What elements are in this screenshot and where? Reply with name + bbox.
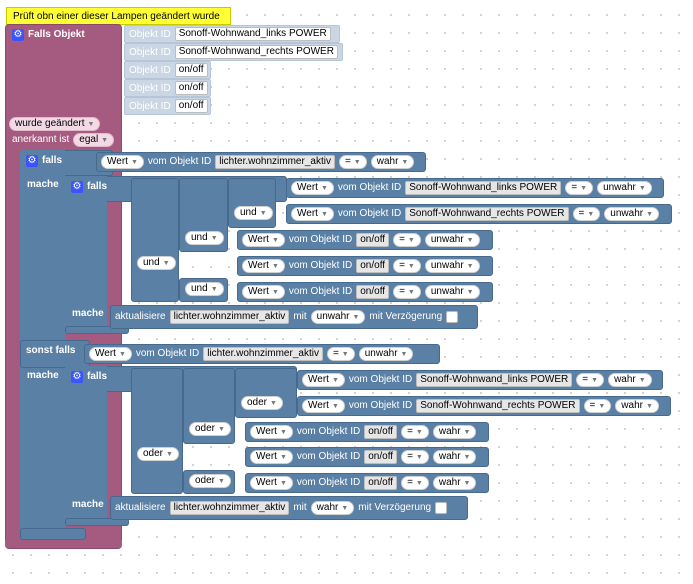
ack-dropdown[interactable]: egal▼ [73,133,115,147]
block-b-cond-4[interactable]: Wert▼ vom Objekt ID on/off =▼ wahr▼ [245,447,489,467]
falls-objekt-label: Falls Objekt [28,29,85,40]
block-b-cond-1[interactable]: Wert▼ vom Objekt ID Sonoff-Wohnwand_link… [297,370,663,390]
if1-header: ⚙ falls [26,155,63,167]
block-b-mache: mache [72,499,104,510]
und-block-outer[interactable] [131,178,179,302]
ack-label: anerkannt ist [12,134,70,145]
changed-dropdown[interactable]: wurde geändert▼ [9,117,101,131]
block-b-footer [65,518,129,526]
block-a-mache: mache [72,308,104,319]
block-b-falls: ⚙ falls [71,371,108,383]
oder-1-label: oder▼ [185,420,235,438]
oder-3-label: oder▼ [185,472,235,490]
block-a-cond-4[interactable]: Wert▼ vom Objekt ID on/off =▼ unwahr▼ [237,256,493,276]
oder-outer-label: oder▼ [133,445,183,463]
chevron-down-icon: ▼ [87,121,95,128]
gear-icon[interactable]: ⚙ [12,29,24,41]
if1-condition[interactable]: Wert▼ vom Objekt ID lichter.wohnzimmer_a… [96,152,426,172]
else-if-header [20,340,90,368]
block-a-cond-2[interactable]: Wert▼ vom Objekt ID Sonoff-Wohnwand_rech… [286,204,672,224]
trigger-object-1[interactable]: Objekt ID Sonoff-Wohnwand_links POWER [124,25,340,43]
block-a-falls: ⚙ falls [71,181,108,193]
und-3-label: und▼ [181,280,228,298]
event-block-bottom [5,540,122,548]
block-a-update[interactable]: aktualisiere lichter.wohnzimmer_aktiv mi… [110,305,478,329]
trigger-object-4[interactable]: Objekt ID on/off [124,79,211,97]
gear-icon[interactable]: ⚙ [71,181,83,193]
if2-condition[interactable]: Wert▼ vom Objekt ID lichter.wohnzimmer_a… [84,344,440,364]
comment-bubble[interactable]: Prüft obn einer dieser Lampen geändert w… [6,7,231,25]
mache-label-1: mache [27,179,59,190]
chevron-down-icon: ▼ [101,137,109,144]
mache-label-2: mache [27,370,59,381]
oder-block-outer[interactable] [131,368,183,494]
sonst-falls-label: sonst falls [26,345,76,356]
block-a-footer [65,326,129,334]
gear-icon[interactable]: ⚙ [26,155,38,167]
if-block-footer [20,528,86,540]
delay-checkbox[interactable] [446,311,459,323]
comment-text: Prüft obn einer dieser Lampen geändert w… [13,11,220,22]
block-a-cond-3[interactable]: Wert▼ vom Objekt ID on/off =▼ unwahr▼ [237,230,493,250]
oder-2-label: oder▼ [237,394,287,412]
block-a-cond-5[interactable]: Wert▼ vom Objekt ID on/off =▼ unwahr▼ [237,282,493,302]
gear-icon[interactable]: ⚙ [71,371,83,383]
block-b-arm [65,366,107,526]
delay-checkbox[interactable] [435,502,448,514]
und-2-label: und▼ [230,204,277,222]
und-1-label: und▼ [181,229,228,247]
block-b-update[interactable]: aktualisiere lichter.wohnzimmer_aktiv mi… [110,496,468,520]
block-b-cond-2[interactable]: Wert▼ vom Objekt ID Sonoff-Wohnwand_rech… [297,396,671,416]
event-header: ⚙ Falls Objekt [8,26,89,44]
ack-row: anerkannt ist egal▼ [8,133,118,147]
block-b-cond-5[interactable]: Wert▼ vom Objekt ID on/off =▼ wahr▼ [245,473,489,493]
block-b-cond-3[interactable]: Wert▼ vom Objekt ID on/off =▼ wahr▼ [245,422,489,442]
trigger-object-2[interactable]: Objekt ID Sonoff-Wohnwand_rechts POWER [124,43,343,61]
trigger-object-3[interactable]: Objekt ID on/off [124,61,211,79]
block-a-arm [65,176,107,334]
trigger-object-5[interactable]: Objekt ID on/off [124,97,211,115]
und-outer-label: und▼ [133,254,180,272]
block-a-cond-1[interactable]: Wert▼ vom Objekt ID Sonoff-Wohnwand_link… [286,178,664,198]
